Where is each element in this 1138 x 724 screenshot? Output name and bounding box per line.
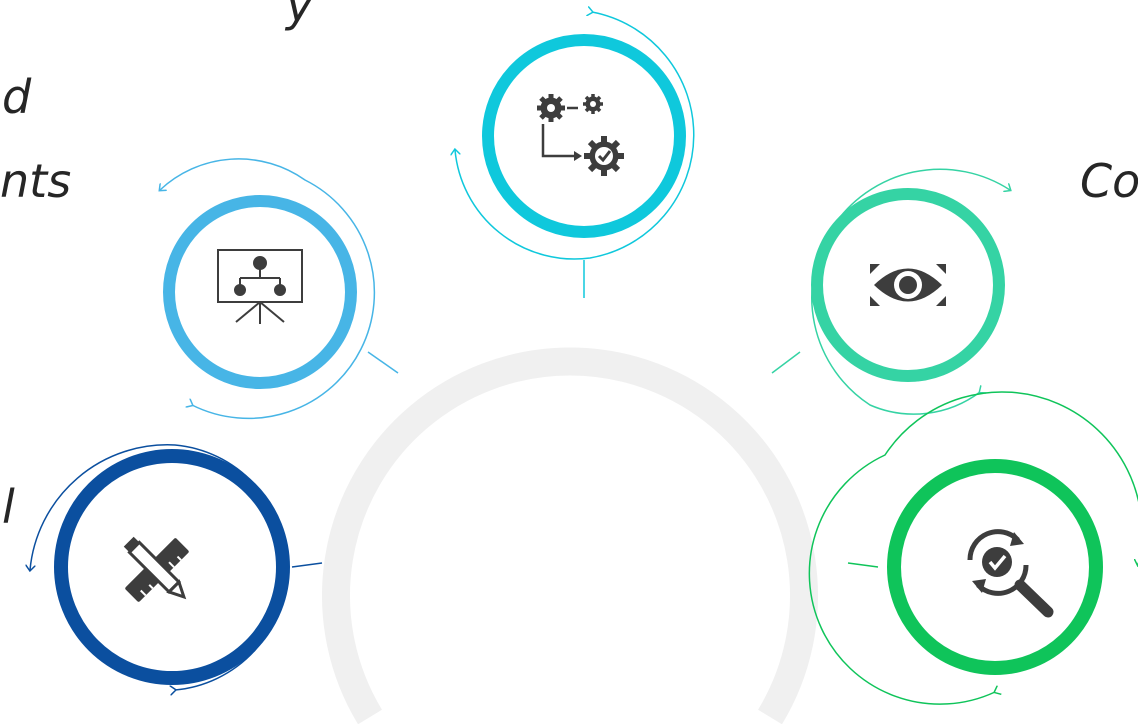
cycle-arrow-plan (160, 158, 376, 420)
node-ring-process (482, 34, 686, 238)
gears-flow-icon (537, 94, 624, 176)
node-ring-plan (163, 195, 357, 389)
node-review[interactable] (808, 391, 1138, 705)
connector-monitor (771, 351, 801, 374)
connector-plan (367, 351, 399, 374)
node-plan[interactable] (160, 158, 376, 420)
left-lower-text-fragment: l (2, 480, 15, 534)
connector-design (291, 562, 323, 568)
hub-arc (322, 347, 818, 724)
left-upper-text-fragment-1: d (2, 70, 32, 124)
cycle-arrow-process (455, 12, 695, 260)
eye-focus-icon (870, 264, 946, 306)
search-check-icon (967, 529, 1054, 618)
cycle-arrow-review (808, 391, 1138, 705)
connector-review (847, 562, 879, 568)
right-upper-text-fragment: Co (1080, 154, 1138, 208)
node-process[interactable] (455, 12, 695, 260)
presentation-board-icon (217, 249, 303, 324)
node-design[interactable] (30, 444, 290, 690)
top-text-fragment: y (286, 0, 314, 32)
left-upper-text-fragment-2: nts (0, 154, 72, 208)
cycle-arrow-monitor (811, 168, 1010, 415)
node-monitor[interactable] (811, 168, 1010, 415)
